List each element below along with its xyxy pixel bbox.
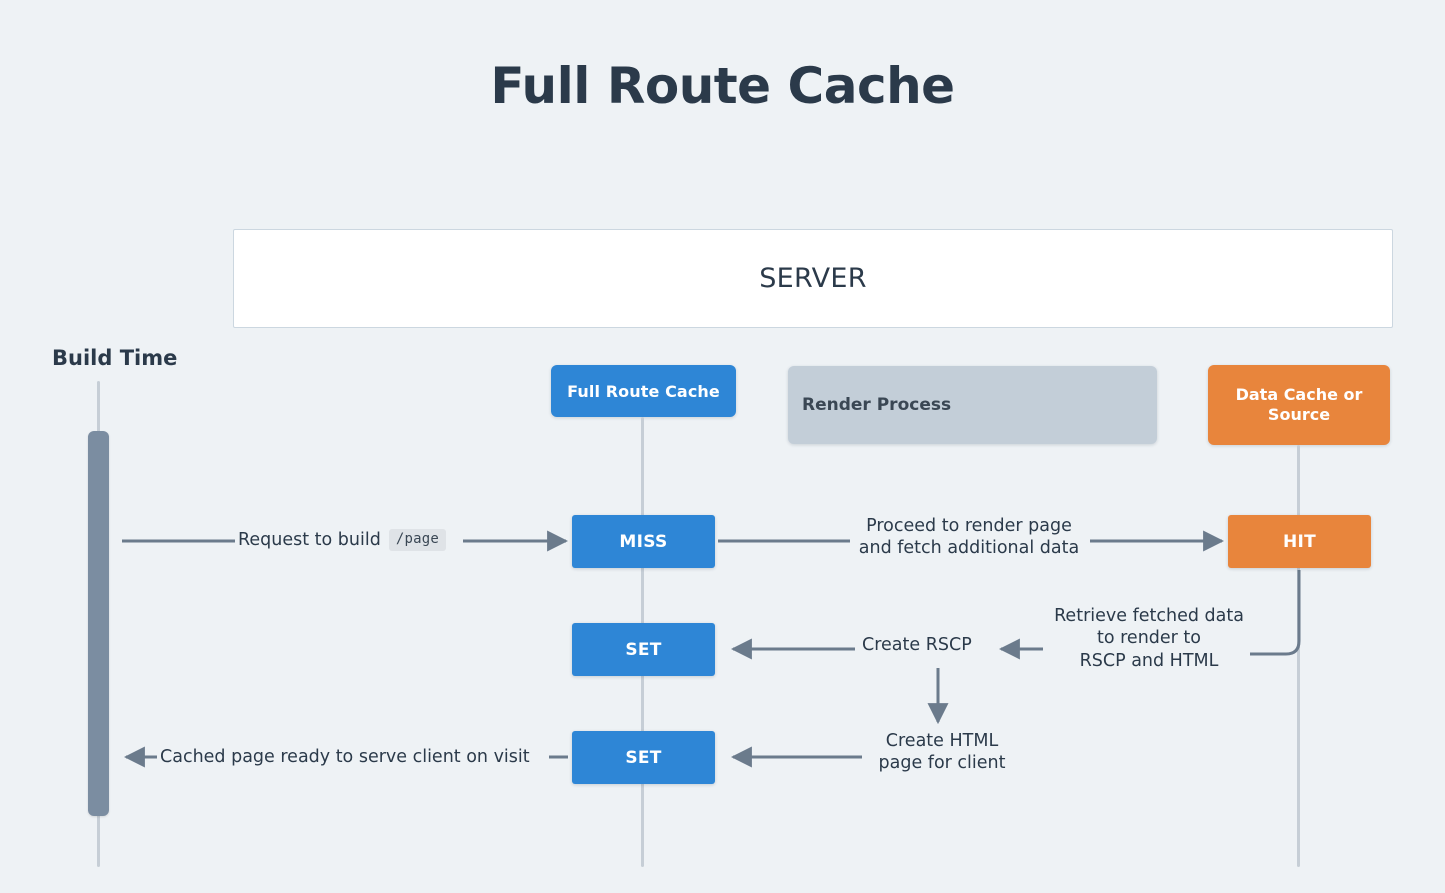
participant-full-route-cache-label: Full Route Cache <box>567 381 720 401</box>
message-label-request-to-build: Request to build /page <box>238 529 446 552</box>
message-label-retrieve-line-1: Retrieve fetched data <box>1054 606 1244 626</box>
code-chip-page: /page <box>388 529 446 552</box>
message-label-proceed-line-2: and fetch additional data <box>858 538 1080 559</box>
participant-render-process-label: Render Process <box>802 395 952 415</box>
participant-data-cache-or-source[interactable]: Data Cache or Source <box>1208 365 1390 445</box>
participant-full-route-cache[interactable]: Full Route Cache <box>551 365 736 417</box>
state-box-hit[interactable]: HIT <box>1228 515 1371 568</box>
participant-render-process[interactable]: Render Process <box>788 366 1157 444</box>
server-panel: SERVER <box>233 229 1393 328</box>
message-label-create-html-line-1: Create HTML <box>885 731 999 751</box>
page-title: Full Route Cache <box>490 57 955 115</box>
message-label-create-rscp: Create RSCP <box>862 635 972 655</box>
message-label-create-html: Create HTML page for client <box>872 730 1012 775</box>
build-time-label: Build Time <box>52 346 178 370</box>
state-box-miss[interactable]: MISS <box>572 515 715 568</box>
message-label-proceed-line-1: Proceed to render page <box>866 516 1072 536</box>
message-label-retrieve-fetched-data: Retrieve fetched data to render to RSCP … <box>1051 605 1247 672</box>
state-box-miss-label: MISS <box>619 531 668 552</box>
build-time-activation-bar <box>88 431 109 816</box>
message-label-retrieve-line-2: to render to <box>1096 628 1201 649</box>
state-box-set-html-label: SET <box>625 747 662 768</box>
wire-hit-elbow-to-retrieve <box>1250 570 1301 656</box>
message-label-cached-page-ready: Cached page ready to serve client on vis… <box>160 747 530 767</box>
state-box-hit-label: HIT <box>1282 531 1317 552</box>
server-panel-label: SERVER <box>759 263 867 294</box>
data-cache-lifeline <box>1297 445 1300 867</box>
participant-data-cache-or-source-label: Data Cache or Source <box>1235 385 1363 424</box>
message-label-proceed-to-render: Proceed to render page and fetch additio… <box>856 515 1082 560</box>
message-label-request-to-build-text: Request to build <box>238 530 381 550</box>
message-label-retrieve-line-3: RSCP and HTML <box>1079 650 1219 671</box>
state-box-set-rscp[interactable]: SET <box>572 623 715 676</box>
state-box-set-html[interactable]: SET <box>572 731 715 784</box>
message-label-create-html-line-2: page for client <box>878 753 1006 774</box>
state-box-set-rscp-label: SET <box>625 639 662 660</box>
